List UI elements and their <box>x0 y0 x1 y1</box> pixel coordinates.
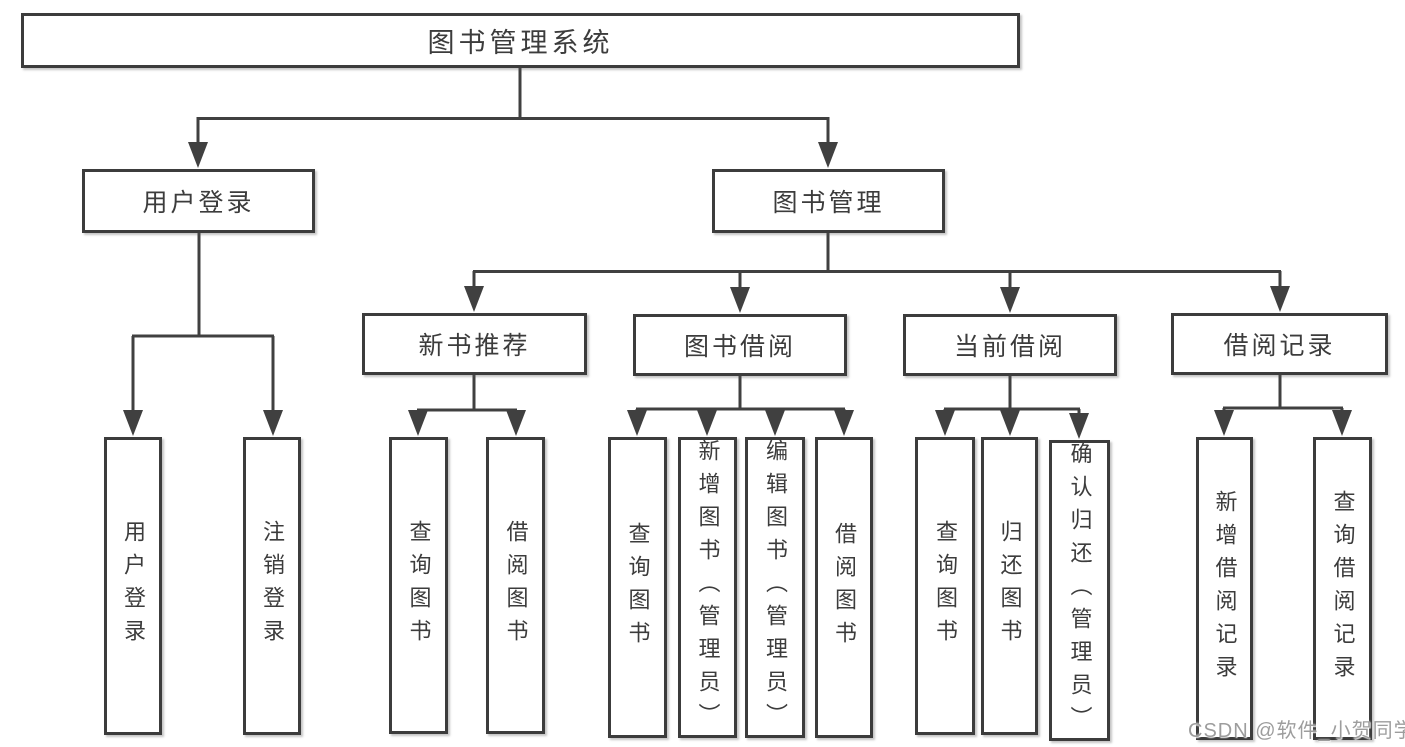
leaf-logout-label: 注销登录 <box>260 520 285 652</box>
connector-borrow-records <box>1222 374 1344 414</box>
leaf-cb-return-books-label: 归还图书 <box>997 520 1023 652</box>
leaf-br-search-record: 查询借阅记录 <box>1313 437 1372 740</box>
leaf-cb-return-books: 归还图书 <box>981 437 1038 735</box>
arrowhead <box>1000 287 1020 313</box>
leaf-nb-search-books: 查询图书 <box>389 437 448 734</box>
leaf-bb-search-books: 查询图书 <box>608 437 667 738</box>
arrowhead <box>408 410 428 436</box>
leaf-br-add-record-label: 新增借阅记录 <box>1212 489 1238 688</box>
arrowhead <box>464 286 484 312</box>
node-user-login: 用户登录 <box>82 169 315 233</box>
leaf-bb-add-books-admin: 新增图书（管理员） <box>678 437 737 738</box>
connector-new-book <box>416 375 518 414</box>
connector-root <box>196 68 830 145</box>
arrowhead <box>1069 413 1089 439</box>
leaf-bb-edit-books-admin: 编辑图书（管理员） <box>745 437 805 738</box>
node-current-borrowing: 当前借阅 <box>903 314 1117 376</box>
arrowhead <box>627 410 647 436</box>
arrowhead <box>506 410 526 436</box>
node-system-root: 图书管理系统 <box>21 13 1020 68</box>
node-current-borrowing-label: 当前借阅 <box>953 333 1066 361</box>
leaf-user-login: 用户登录 <box>104 437 162 735</box>
node-book-borrowing: 图书借阅 <box>633 314 847 376</box>
leaf-cb-search-books: 查询图书 <box>915 437 975 735</box>
leaf-bb-borrow-books-label: 借阅图书 <box>832 521 857 654</box>
arrowhead <box>697 410 717 436</box>
node-new-book-recommendation: 新书推荐 <box>362 313 587 375</box>
node-book-management: 图书管理 <box>712 169 945 233</box>
leaf-bb-borrow-books: 借阅图书 <box>815 437 873 738</box>
arrowhead <box>765 410 785 436</box>
node-book-management-label: 图书管理 <box>772 189 885 217</box>
leaf-bb-add-books-admin-label: 新增图书（管理员） <box>695 439 721 736</box>
node-system-root-label: 图书管理系统 <box>427 28 614 58</box>
node-borrowing-records-label: 借阅记录 <box>1223 332 1336 360</box>
arrowhead <box>188 142 208 168</box>
leaf-br-add-record: 新增借阅记录 <box>1196 437 1253 740</box>
leaf-logout: 注销登录 <box>243 437 301 735</box>
node-borrowing-records: 借阅记录 <box>1171 313 1388 375</box>
leaf-nb-borrow-books: 借阅图书 <box>486 437 545 734</box>
node-new-book-recommendation-label: 新书推荐 <box>418 332 531 360</box>
connector-current-borrow <box>943 376 1081 416</box>
connector-book-management <box>472 233 1282 291</box>
arrowhead <box>123 410 143 436</box>
leaf-bb-edit-books-admin-label: 编辑图书（管理员） <box>763 439 788 736</box>
watermark-text: CSDN @软件_小贺同学 <box>1188 720 1405 742</box>
leaf-br-search-record-label: 查询借阅记录 <box>1330 489 1356 688</box>
leaf-cb-confirm-return-admin-label: 确认归还（管理员） <box>1067 442 1093 739</box>
leaf-nb-search-books-label: 查询图书 <box>406 519 432 652</box>
arrowhead <box>834 410 854 436</box>
arrowhead <box>1332 410 1352 436</box>
arrowhead <box>818 142 838 168</box>
connector-book-borrow <box>635 376 846 414</box>
arrowhead <box>1000 410 1020 436</box>
leaf-user-login-label: 用户登录 <box>121 520 146 652</box>
leaf-cb-confirm-return-admin: 确认归还（管理员） <box>1049 440 1110 741</box>
leaf-bb-search-books-label: 查询图书 <box>625 521 651 654</box>
arrowhead <box>935 410 955 436</box>
leaf-cb-search-books-label: 查询图书 <box>933 520 958 652</box>
connector-user-login <box>131 233 275 413</box>
arrowhead <box>1270 286 1290 312</box>
arrowhead <box>1214 410 1234 436</box>
node-book-borrowing-label: 图书借阅 <box>683 333 796 361</box>
node-user-login-label: 用户登录 <box>142 189 255 217</box>
arrowhead <box>263 410 283 436</box>
leaf-nb-borrow-books-label: 借阅图书 <box>503 519 529 652</box>
arrowhead <box>730 287 750 313</box>
